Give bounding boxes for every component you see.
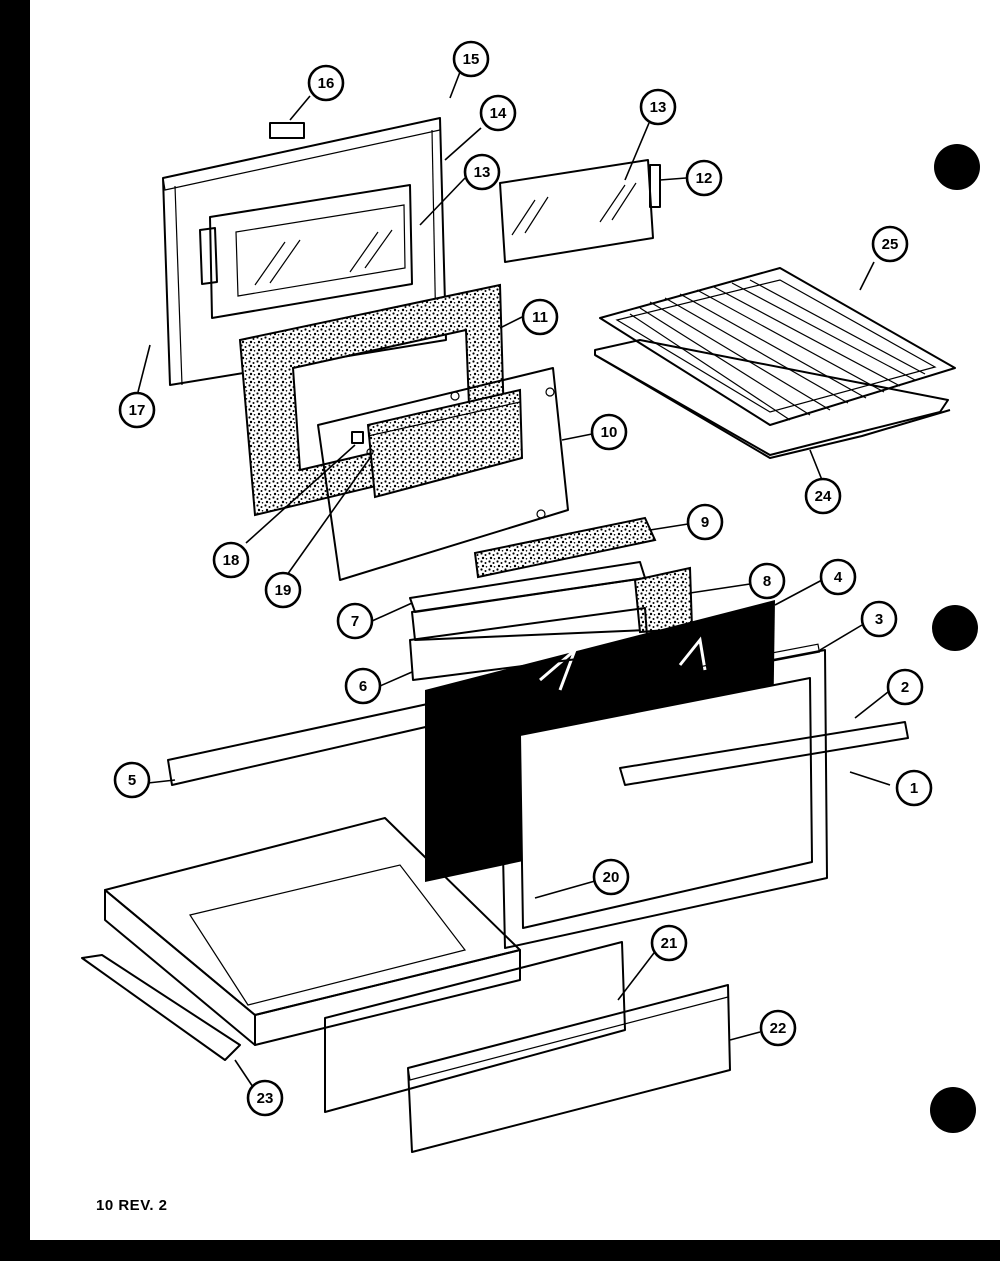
callout-6: 6	[344, 667, 382, 705]
callout-11: 11	[521, 298, 559, 336]
callout-12: 12	[685, 159, 723, 197]
callout-label: 11	[532, 309, 548, 326]
glass-pane	[499, 159, 661, 263]
broiler-rack	[599, 267, 956, 426]
door-window-box	[199, 184, 413, 319]
right-trim-strip	[619, 721, 909, 786]
callout-13-glass-pane: 13	[639, 88, 677, 126]
callout-25: 25	[871, 225, 909, 263]
callout-23: 23	[246, 1079, 284, 1117]
hinge-channel	[409, 561, 694, 641]
binder-hole-bottom	[930, 1087, 976, 1133]
callout-1: 1	[895, 769, 933, 807]
callout-label: 19	[275, 582, 292, 599]
callout-8: 8	[748, 562, 786, 600]
callout-label: 23	[257, 1090, 274, 1107]
binder-hole-middle	[932, 605, 978, 651]
callout-label: 18	[223, 552, 240, 569]
callout-label: 12	[696, 170, 713, 187]
callout-label: 10	[601, 424, 618, 441]
callout-label: 1	[910, 780, 918, 797]
storage-drawer	[104, 817, 521, 1046]
callout-24: 24	[804, 477, 842, 515]
callout-label: 2	[901, 679, 909, 696]
drawer-front	[407, 984, 731, 1153]
callout-22: 22	[759, 1009, 797, 1047]
callout-5: 5	[113, 761, 151, 799]
callout-14: 14	[479, 94, 517, 132]
binder-hole-top	[934, 144, 980, 190]
callout-label: 9	[701, 514, 709, 531]
scan-border-bottom	[0, 1240, 1000, 1261]
callout-label: 13	[650, 99, 667, 116]
callout-17: 17	[118, 391, 156, 429]
callout-7: 7	[336, 602, 374, 640]
callout-4: 4	[819, 558, 857, 596]
callout-label: 20	[603, 869, 620, 886]
callout-3: 3	[860, 600, 898, 638]
callout-9: 9	[686, 503, 724, 541]
drawer-slide	[81, 954, 241, 1061]
front-frame	[497, 643, 828, 949]
callout-18: 18	[212, 541, 250, 579]
scan-border-left	[0, 0, 30, 1240]
callout-label: 21	[661, 935, 678, 952]
top-gasket-strip	[473, 516, 657, 579]
callout-13-window-box: 13	[463, 153, 501, 191]
callout-label: 5	[128, 772, 136, 789]
callout-10: 10	[590, 413, 628, 451]
callout-21: 21	[650, 924, 688, 962]
callout-label: 16	[318, 75, 335, 92]
callout-label: 7	[351, 613, 359, 630]
callout-label: 14	[490, 105, 507, 122]
callout-label: 4	[834, 569, 843, 586]
drawer-back-panel	[324, 941, 626, 1113]
callout-label: 24	[815, 488, 832, 505]
callout-label: 3	[875, 611, 883, 628]
callout-label: 6	[359, 678, 367, 695]
callout-label: 17	[129, 402, 146, 419]
callout-15: 15	[452, 40, 490, 78]
callout-label: 22	[770, 1020, 787, 1037]
side-panel	[409, 607, 649, 681]
callout-label: 15	[463, 51, 480, 68]
outer-door-frame	[162, 117, 447, 386]
callout-label: 8	[763, 573, 771, 590]
page-footer-revision: 10 REV. 2	[96, 1197, 168, 1214]
callout-2: 2	[886, 668, 924, 706]
leader-lines	[137, 71, 891, 1091]
inner-door-panel	[317, 367, 569, 581]
callout-16: 16	[307, 64, 345, 102]
callout-label: 13	[474, 164, 491, 181]
callout-20: 20	[592, 858, 630, 896]
callout-19: 19	[264, 571, 302, 609]
callout-label: 25	[882, 236, 899, 253]
broiler-pan	[594, 339, 951, 459]
left-trim-strip	[167, 696, 466, 786]
